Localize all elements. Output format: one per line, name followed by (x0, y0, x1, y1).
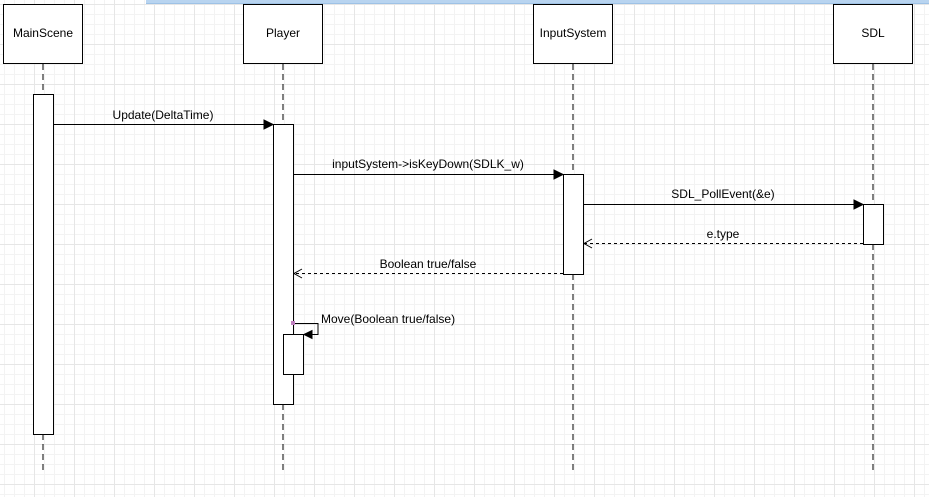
arrowhead-icon (263, 119, 275, 130)
participant-mainscene[interactable]: MainScene (3, 4, 83, 64)
participant-box (533, 4, 613, 64)
arrowhead-icon (553, 169, 565, 180)
activation-sdl[interactable] (863, 204, 884, 245)
participant-box (3, 4, 83, 64)
message-boolean[interactable]: Boolean true/false (292, 257, 563, 279)
participant-sdl[interactable]: SDL (833, 4, 913, 64)
message-label: Boolean true/false (380, 257, 477, 271)
activation-inputsystem[interactable] (563, 174, 584, 275)
activation-player-move[interactable] (283, 334, 304, 375)
message-iskeydown[interactable]: inputSystem->isKeyDown(SDLK_w) (294, 157, 565, 180)
activation-mainscene[interactable] (33, 94, 54, 435)
open-arrowhead-icon (292, 268, 303, 279)
message-etype[interactable]: e.type (582, 227, 863, 249)
message-label: e.type (707, 227, 740, 241)
participant-player[interactable]: Player (243, 4, 323, 64)
participant-box (833, 4, 913, 64)
arrowhead-icon (853, 199, 865, 210)
message-label: SDL_PollEvent(&e) (671, 187, 774, 201)
message-label: Move(Boolean true/false) (321, 312, 455, 326)
message-line (294, 323, 319, 335)
participant-inputsystem[interactable]: InputSystem (533, 4, 613, 64)
message-label: Update(DeltaTime) (113, 108, 214, 122)
participant-label: SDL (861, 26, 885, 40)
participant-label: MainScene (13, 26, 73, 40)
participant-label: Player (266, 26, 300, 40)
message-pollevent[interactable]: SDL_PollEvent(&e) (584, 187, 865, 210)
open-arrowhead-icon (582, 238, 593, 249)
participant-label: InputSystem (540, 26, 607, 40)
selection-strip (146, 0, 929, 4)
connection-handle-icon (291, 321, 295, 325)
message-move[interactable]: Move(Boolean true/false) (291, 312, 455, 340)
participant-box (243, 4, 323, 64)
arrowhead-icon (302, 329, 313, 340)
message-update[interactable]: Update(DeltaTime) (54, 108, 275, 130)
message-label: inputSystem->isKeyDown(SDLK_w) (332, 157, 524, 171)
